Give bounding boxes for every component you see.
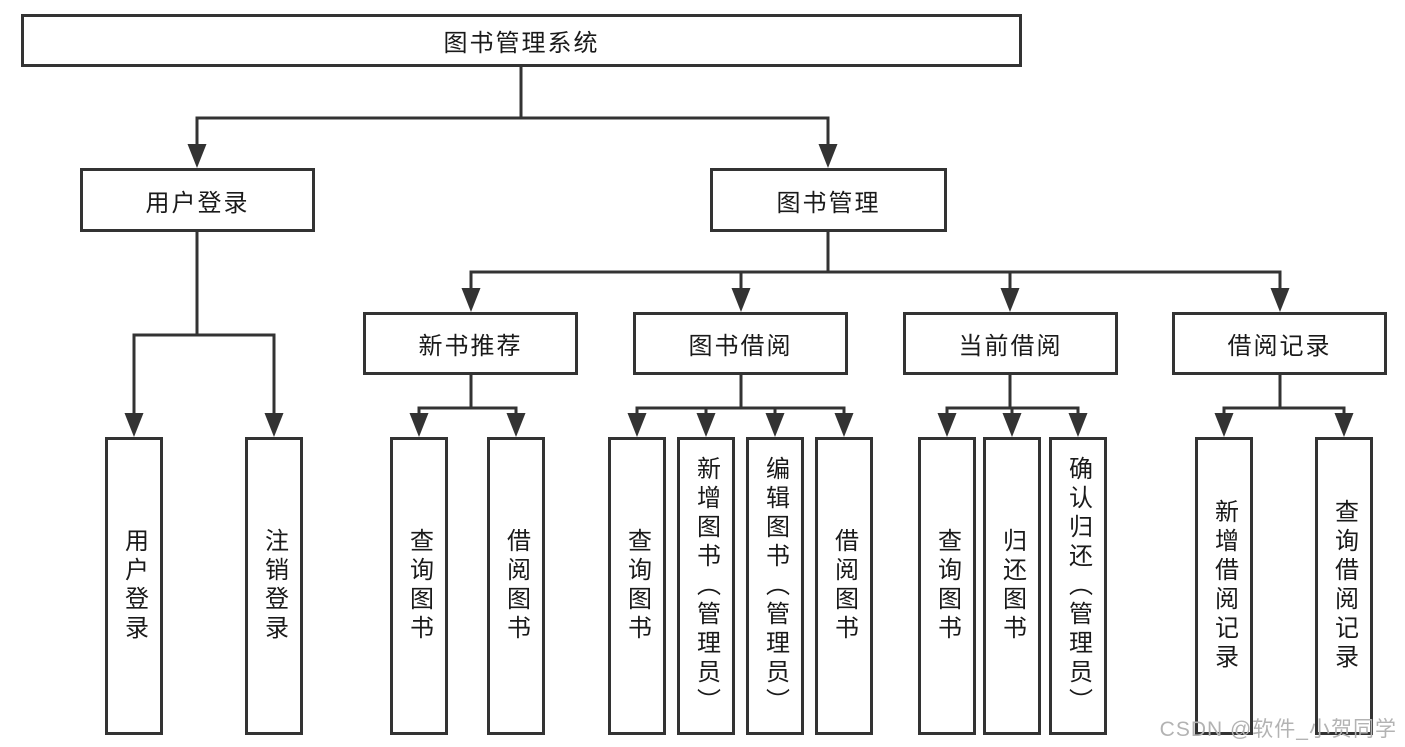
leaf-edit-book-admin: 编辑图书（管理员） [746, 437, 804, 735]
leaf-borrow-books-recommend-label: 借阅图书 [502, 528, 530, 644]
leaf-borrow-books-recommend: 借阅图书 [487, 437, 545, 735]
node-book-borrow-label: 图书借阅 [688, 333, 793, 360]
node-user-login: 用户登录 [80, 168, 315, 232]
node-user-login-label: 用户登录 [145, 189, 250, 217]
node-system-root-label: 图书管理系统 [443, 30, 600, 57]
node-new-book-recommend-label: 新书推荐 [418, 333, 523, 360]
leaf-add-book-admin-label: 新增图书（管理员） [692, 455, 720, 717]
leaf-add-book-admin: 新增图书（管理员） [677, 437, 735, 735]
node-book-management-label: 图书管理 [776, 189, 881, 217]
leaf-logout-label: 注销登录 [260, 528, 288, 644]
leaf-query-books-borrow: 查询图书 [608, 437, 666, 735]
leaf-confirm-return-admin-label: 确认归还（管理员） [1064, 455, 1092, 717]
node-book-management: 图书管理 [710, 168, 947, 232]
leaf-logout: 注销登录 [245, 437, 303, 735]
leaf-query-books-recommend-label: 查询图书 [405, 528, 433, 644]
csdn-watermark: CSDN @软件_小贺同学 [1159, 718, 1397, 741]
leaf-add-borrow-record-label: 新增借阅记录 [1210, 499, 1238, 673]
leaf-user-login: 用户登录 [105, 437, 163, 735]
leaf-return-book: 归还图书 [983, 437, 1041, 735]
node-current-borrow-label: 当前借阅 [958, 333, 1063, 360]
leaf-edit-book-admin-label: 编辑图书（管理员） [761, 455, 789, 717]
node-borrow-records-label: 借阅记录 [1227, 333, 1332, 360]
arrowheads [124, 144, 1354, 437]
leaf-borrow-books-2-label: 借阅图书 [830, 528, 858, 644]
leaf-borrow-books-2: 借阅图书 [815, 437, 873, 735]
leaf-add-borrow-record: 新增借阅记录 [1195, 437, 1253, 735]
leaf-query-books-recommend: 查询图书 [390, 437, 448, 735]
leaf-query-borrow-record-label: 查询借阅记录 [1330, 499, 1358, 673]
leaf-user-login-label: 用户登录 [120, 528, 148, 644]
leaf-query-books-borrow-label: 查询图书 [623, 528, 651, 644]
node-borrow-records: 借阅记录 [1172, 312, 1387, 375]
leaf-query-books-current: 查询图书 [918, 437, 976, 735]
leaf-return-book-label: 归还图书 [998, 528, 1026, 644]
leaf-query-books-current-label: 查询图书 [933, 528, 961, 644]
leaf-confirm-return-admin: 确认归还（管理员） [1049, 437, 1107, 735]
node-new-book-recommend: 新书推荐 [363, 312, 578, 375]
node-book-borrow: 图书借阅 [633, 312, 848, 375]
leaf-query-borrow-record: 查询借阅记录 [1315, 437, 1373, 735]
node-system-root: 图书管理系统 [21, 14, 1022, 67]
node-current-borrow: 当前借阅 [903, 312, 1118, 375]
